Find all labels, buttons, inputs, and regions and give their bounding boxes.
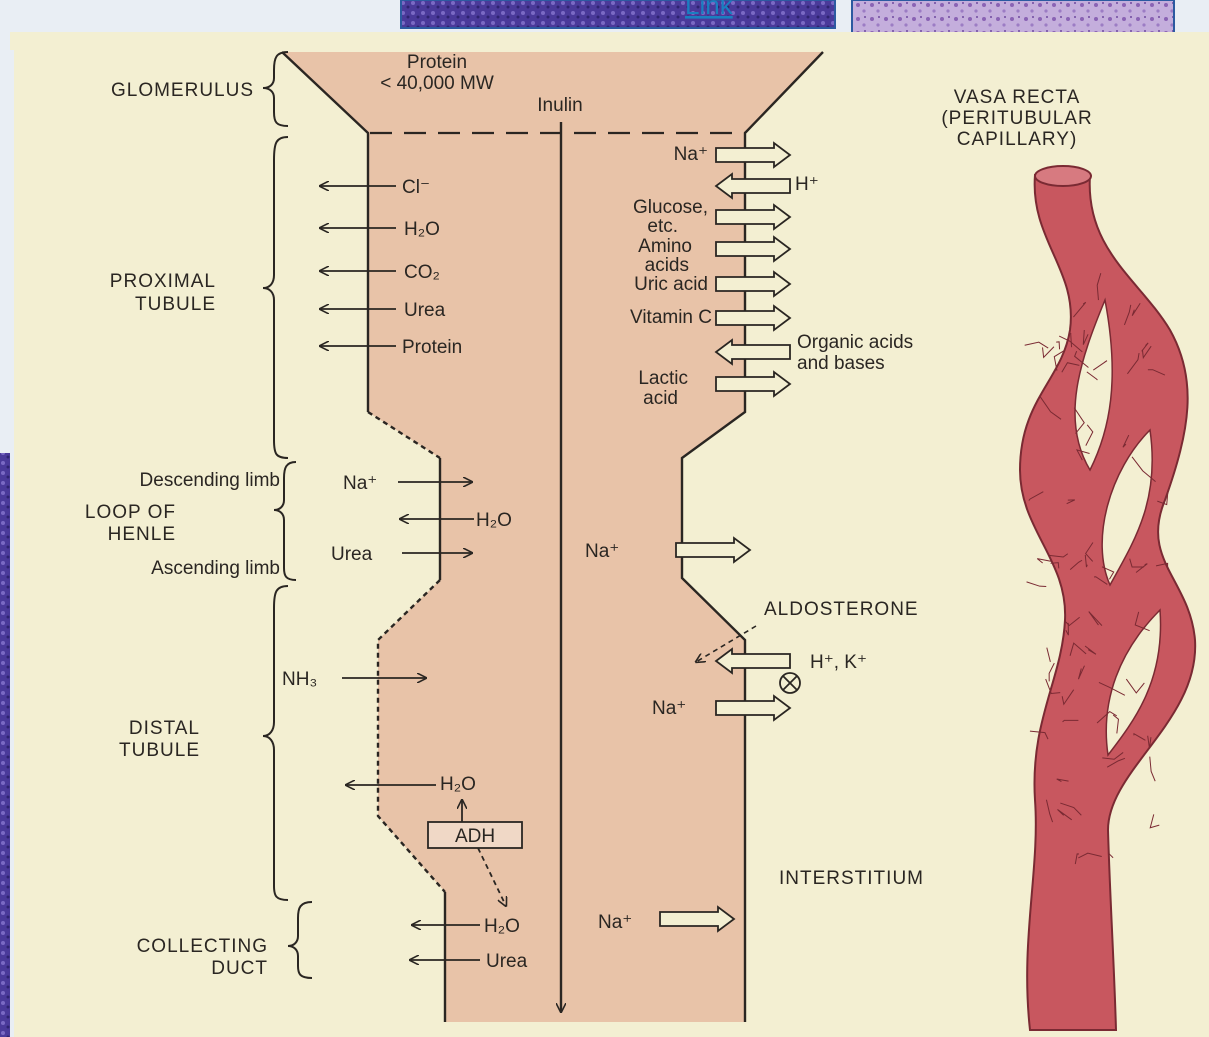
label-vasa-recta: VASA RECTA [954, 87, 1081, 108]
label-glomerulus: GLOMERULUS [111, 80, 254, 101]
label-interstitium: INTERSTITIUM [779, 868, 924, 889]
adh-label: ADH [455, 826, 495, 847]
label-protein-mw: < 40,000 MW [380, 73, 494, 94]
label-collecting: COLLECTING [137, 936, 268, 957]
solute-lactic-acid: acid [643, 388, 678, 409]
solute-na-proximal: Na⁺ [674, 144, 708, 165]
collecting-urea: Urea [486, 951, 528, 972]
solute-co2: CO₂ [404, 262, 440, 283]
solute-protein: Protein [402, 337, 462, 358]
solute-glucose-etc: etc. [647, 216, 678, 237]
solute-h-secreted: H⁺ [795, 174, 819, 195]
loop-urea: Urea [331, 544, 373, 565]
loop-na: Na⁺ [343, 473, 377, 494]
label-loop-of: LOOP OF [85, 502, 176, 523]
label-aldosterone: ALDOSTERONE [764, 599, 919, 620]
label-henle: HENLE [108, 524, 176, 545]
solute-organic-bases: and bases [797, 353, 885, 374]
label-tubule: TUBULE [135, 294, 216, 315]
solute-vitamin-c: Vitamin C [630, 307, 712, 328]
label-proximal: PROXIMAL [110, 271, 216, 292]
diagram-paper-top [10, 32, 400, 50]
histology-image-top [401, 0, 835, 28]
label-capillary: CAPILLARY) [957, 129, 1078, 150]
distal-na: Na⁺ [652, 698, 686, 719]
solute-glucose: Glucose, [633, 197, 708, 218]
label-protein: Protein [407, 52, 467, 73]
label-duct: DUCT [211, 958, 268, 979]
link-text[interactable]: Link [685, 0, 734, 20]
solute-uric-acid: Uric acid [634, 274, 708, 295]
label-ascending-limb: Ascending limb [151, 558, 280, 579]
distal-h2o: H₂O [440, 774, 476, 795]
label-descending-limb: Descending limb [140, 470, 280, 491]
solute-lactic: Lactic [638, 368, 688, 389]
loop-na-ascending: Na⁺ [585, 541, 619, 562]
distal-nh3: NH₃ [282, 669, 317, 690]
distal-hk: H⁺, K⁺ [810, 652, 867, 673]
solute-amino: Amino [638, 236, 692, 257]
solute-amino-acids: acids [645, 255, 689, 276]
solute-h2o: H₂O [404, 219, 440, 240]
label-distal-tubule: TUBULE [119, 740, 200, 761]
label-peritubular: (PERITUBULAR [941, 108, 1092, 129]
label-distal: DISTAL [129, 718, 200, 739]
solute-cl: Cl⁻ [402, 177, 430, 198]
histology-image-left [0, 453, 10, 1037]
collecting-h2o: H₂O [484, 916, 520, 937]
solute-organic-acids: Organic acids [797, 332, 913, 353]
solute-urea: Urea [404, 300, 446, 321]
collecting-na: Na⁺ [598, 912, 632, 933]
label-inulin: Inulin [537, 95, 582, 116]
loop-h2o: H₂O [476, 510, 512, 531]
